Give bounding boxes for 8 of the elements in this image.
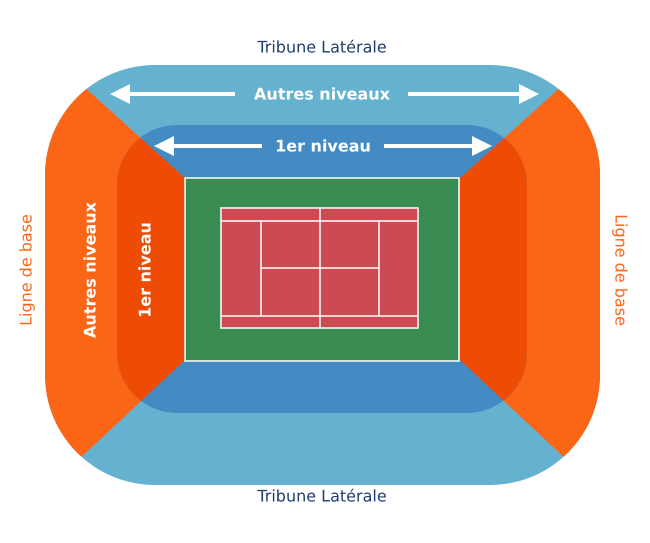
stand-label: Ligne de base bbox=[612, 214, 630, 326]
stand-label: Tribune Latérale bbox=[257, 486, 387, 506]
tier-label: Autres niveaux bbox=[80, 202, 100, 338]
stand-label: Tribune Latérale bbox=[257, 38, 387, 56]
tier-label: 1er niveau bbox=[136, 222, 154, 318]
tier-label: 1er niveau bbox=[275, 136, 371, 156]
tier-label: Autres niveaux bbox=[254, 84, 390, 104]
stand-label: Ligne de base bbox=[16, 214, 36, 326]
